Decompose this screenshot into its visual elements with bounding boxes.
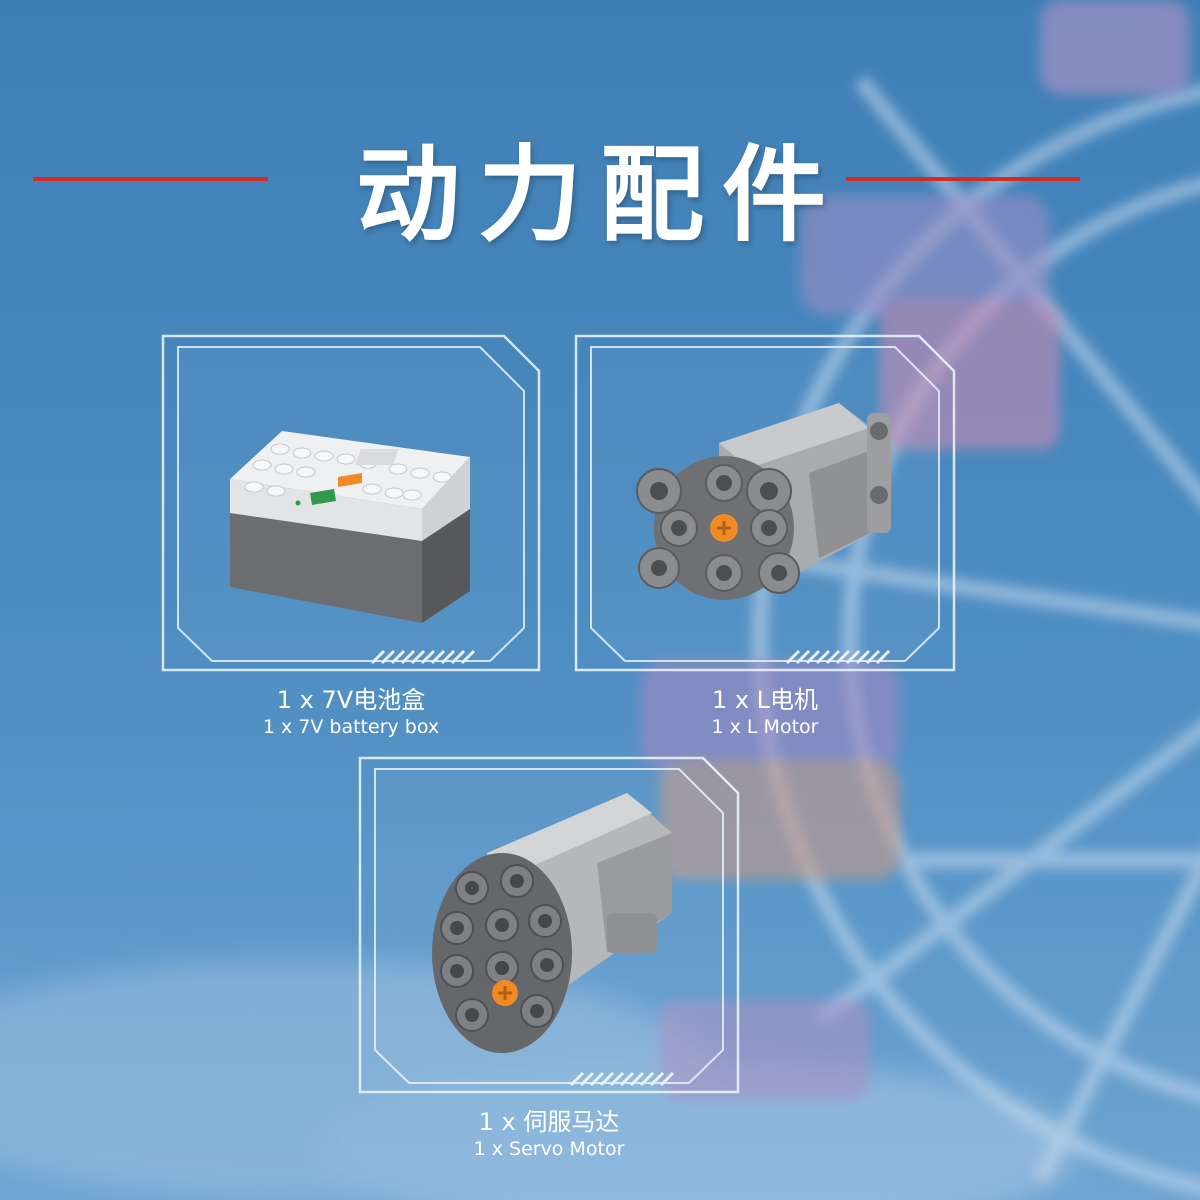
l-motor-label-en: 1 x L Motor <box>711 716 819 738</box>
servo-motor-icon <box>432 793 672 1053</box>
battery-box-icon <box>230 431 470 623</box>
page-title: 动力配件 <box>355 134 844 256</box>
product-card-l-motor <box>573 333 957 673</box>
l-motor-icon <box>636 403 891 600</box>
battery-box-label-en: 1 x 7V battery box <box>262 716 440 738</box>
l-motor-label-cn: 1 x L电机 <box>711 686 819 714</box>
servo-motor-label-en: 1 x Servo Motor <box>473 1138 625 1160</box>
title-rule-left <box>33 177 268 181</box>
product-card-servo-motor <box>357 755 741 1095</box>
product-card-battery-box <box>160 333 542 673</box>
servo-motor-label-cn: 1 x 伺服马达 <box>478 1108 620 1136</box>
battery-box-label-cn: 1 x 7V电池盒 <box>276 686 426 714</box>
title-rule-right <box>846 177 1080 181</box>
